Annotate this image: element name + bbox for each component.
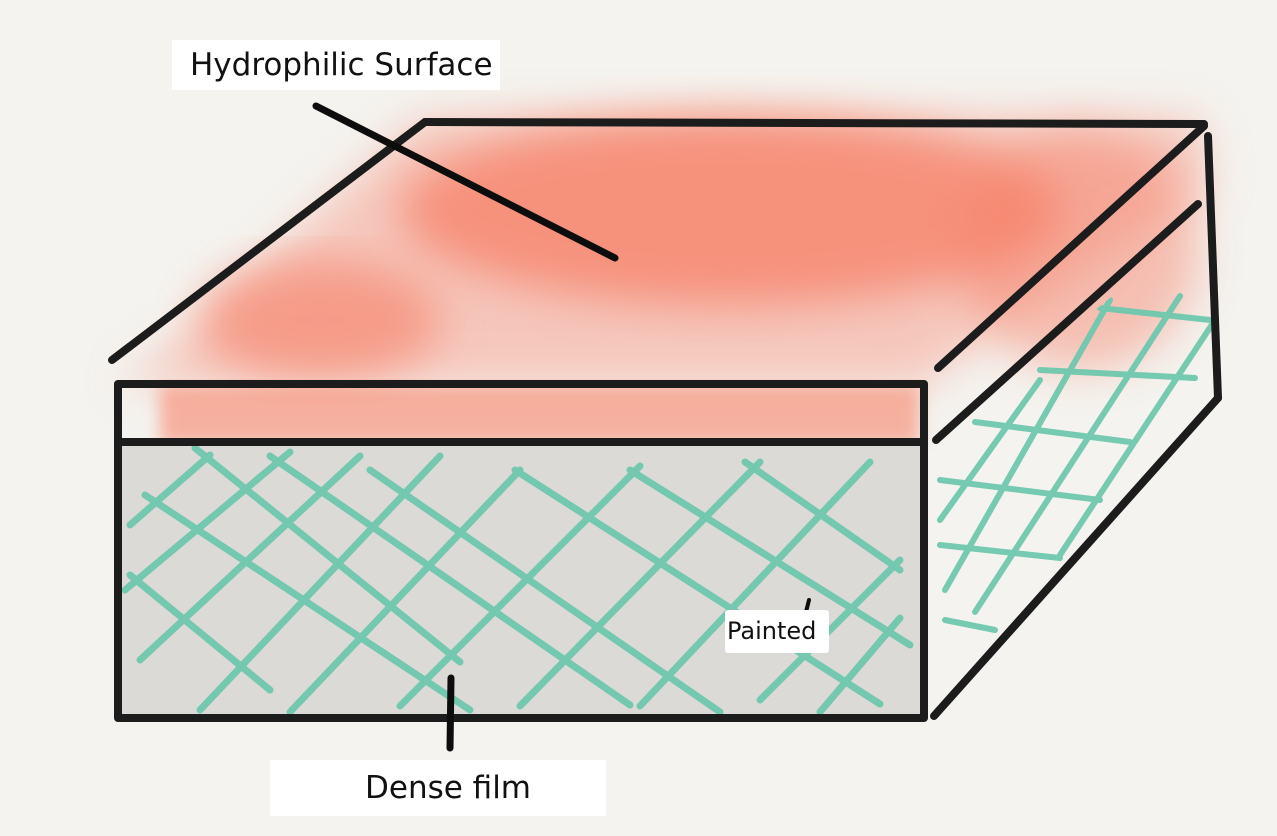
dense-film-pointer xyxy=(446,674,455,752)
label-hydrophilic-surface: Hydrophilic Surface xyxy=(172,40,500,90)
top-layer-wash xyxy=(160,385,920,445)
label-dense-film: Dense film xyxy=(270,760,606,816)
top-face-hotspot-left xyxy=(200,260,440,380)
hydrophilic-pointer xyxy=(312,102,619,262)
front-mesh xyxy=(121,444,914,716)
top-back-edge xyxy=(421,118,1208,128)
side-mesh xyxy=(937,293,1218,633)
back-right-vertical xyxy=(1204,132,1222,402)
front-frame xyxy=(114,380,928,722)
box-outline xyxy=(108,118,1222,722)
label-painted: Painted xyxy=(725,610,829,653)
top-right-edge xyxy=(934,122,1208,372)
bottom-right-edge xyxy=(930,394,1222,720)
hydrophilic-coating xyxy=(118,115,1210,445)
top-face-hotspot xyxy=(400,115,1060,305)
top-layer-right-edge xyxy=(932,200,1202,444)
top-back-left-edge xyxy=(108,118,429,364)
